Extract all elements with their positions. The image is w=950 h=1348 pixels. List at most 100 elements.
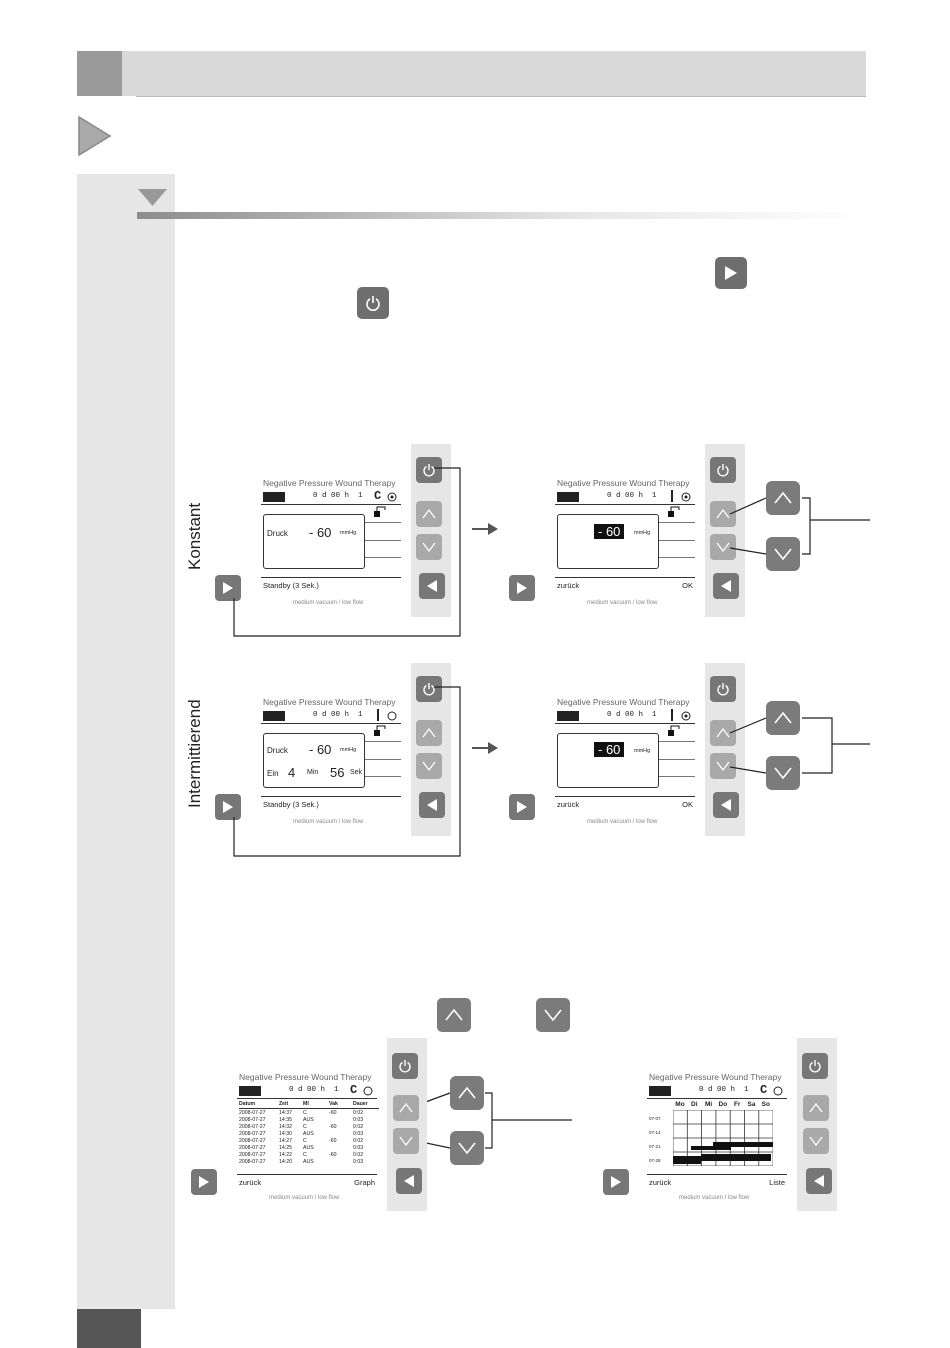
- weekday-label: Sa: [747, 1101, 756, 1108]
- play-button[interactable]: [509, 575, 535, 601]
- play-button[interactable]: [215, 794, 241, 820]
- therapy-time: 0 d 00 h: [607, 492, 644, 500]
- play-icon: [517, 801, 527, 813]
- up-button[interactable]: [803, 1095, 829, 1121]
- table-cell: 14:37: [279, 1110, 292, 1116]
- lock-icon: [668, 725, 680, 736]
- screen-footer: zurück Graph: [237, 1174, 377, 1189]
- table-cell: 14:32: [279, 1124, 292, 1130]
- pressure-box: Druck - 60 mmHg Ein 4 Min 56 Sek: [263, 733, 365, 788]
- chevron-down-icon: [422, 761, 436, 771]
- device-intermittent-standby: Negative Pressure Wound Therapy 0 d 00 h…: [211, 663, 451, 836]
- pressure-box: Druck - 60 mmHg: [263, 514, 365, 569]
- pressure-box: - 60 mmHg: [557, 514, 659, 569]
- table-cell: 14:35: [279, 1117, 292, 1123]
- power-button[interactable]: [392, 1053, 418, 1079]
- play-button[interactable]: [191, 1169, 217, 1195]
- screen-footer: zurück Liste: [647, 1174, 787, 1189]
- back-button[interactable]: [713, 573, 739, 599]
- menu-line: [659, 522, 695, 523]
- callout-up-button: [766, 701, 800, 735]
- down-button[interactable]: [416, 534, 442, 560]
- table-cell: 0:02: [353, 1138, 364, 1144]
- play-button[interactable]: [603, 1169, 629, 1195]
- header-bar: [77, 51, 866, 96]
- mode-label: medium vacuum / low flow: [269, 1195, 340, 1201]
- mode-label: medium vacuum / low flow: [679, 1195, 750, 1201]
- inline-up-icon: [437, 998, 471, 1032]
- program-index: 1: [334, 1086, 339, 1094]
- down-button[interactable]: [416, 753, 442, 779]
- down-button[interactable]: [803, 1128, 829, 1154]
- min-label: Min: [307, 769, 319, 776]
- druck-value: - 60: [309, 742, 332, 757]
- back-button[interactable]: [419, 573, 445, 599]
- back-button[interactable]: [806, 1168, 832, 1194]
- table-cell: 0:02: [353, 1110, 364, 1116]
- power-button[interactable]: [416, 676, 442, 702]
- table-cell: 2008-07-27: [239, 1110, 266, 1116]
- back-button[interactable]: [419, 792, 445, 818]
- screen-footer: Standby (3 Sek.): [261, 796, 401, 811]
- device-week-graph: Negative Pressure Wound Therapy 0 d 00 h…: [597, 1038, 837, 1211]
- therapy-time: 0 d 00 h: [313, 711, 350, 719]
- down-button[interactable]: [710, 753, 736, 779]
- status-row: 0 d 00 h 1 C: [261, 489, 401, 505]
- down-button[interactable]: [393, 1128, 419, 1154]
- device-intermittent-edit: Negative Pressure Wound Therapy 0 d 00 h…: [505, 663, 745, 836]
- table-cell: -60: [329, 1124, 337, 1130]
- table-cell: AUS: [303, 1117, 314, 1123]
- device-konstant-standby: Negative Pressure Wound Therapy 0 d 00 h…: [211, 444, 451, 617]
- up-button[interactable]: [710, 501, 736, 527]
- chevron-up-icon: [422, 509, 436, 519]
- table-cell: 14:25: [279, 1145, 292, 1151]
- chevron-up-icon: [399, 1103, 413, 1113]
- screen-footer: zurück OK: [555, 577, 695, 592]
- sek-label: Sek: [350, 769, 363, 776]
- weekday-label: Mi: [704, 1101, 713, 1108]
- chevron-up-icon: [716, 728, 730, 738]
- back-icon: [721, 799, 731, 811]
- mode-label: medium vacuum / low flow: [587, 819, 658, 825]
- usage-bar: [691, 1146, 731, 1150]
- table-cell: 2008-07-27: [239, 1159, 266, 1165]
- power-button[interactable]: [710, 676, 736, 702]
- power-button[interactable]: [710, 457, 736, 483]
- back-button[interactable]: [396, 1168, 422, 1194]
- up-button[interactable]: [416, 720, 442, 746]
- chevron-up-icon: [716, 509, 730, 519]
- up-button[interactable]: [416, 501, 442, 527]
- power-button[interactable]: [802, 1053, 828, 1079]
- play-button[interactable]: [215, 575, 241, 601]
- subsection-triangle-icon: [138, 189, 167, 206]
- inline-play-icon: [715, 257, 747, 289]
- table-header-rule: [239, 1108, 379, 1109]
- table-cell: 0:03: [353, 1117, 364, 1123]
- cycle-icon: [773, 1086, 783, 1096]
- back-button[interactable]: [713, 792, 739, 818]
- druck-value: - 60: [309, 525, 332, 540]
- druck-value-highlight[interactable]: - 60: [594, 524, 625, 539]
- menu-line: [365, 741, 401, 742]
- menu-line: [659, 759, 695, 760]
- table-cell: AUS: [303, 1131, 314, 1137]
- up-button[interactable]: [393, 1095, 419, 1121]
- power-button[interactable]: [416, 457, 442, 483]
- ein-label: Ein: [267, 769, 279, 778]
- battery-icon: [557, 492, 579, 502]
- chevron-up-icon: [774, 491, 792, 504]
- device-title: Negative Pressure Wound Therapy: [557, 697, 690, 707]
- druck-value-highlight[interactable]: - 60: [594, 742, 625, 757]
- up-button[interactable]: [710, 720, 736, 746]
- device-title: Negative Pressure Wound Therapy: [239, 1072, 372, 1082]
- footer-square: [77, 1309, 141, 1348]
- program-index: 1: [358, 492, 363, 500]
- druck-unit: mmHg: [340, 530, 357, 536]
- down-button[interactable]: [710, 534, 736, 560]
- status-row: 0 d 00 h 1 C: [647, 1083, 787, 1099]
- menu-line: [659, 557, 695, 558]
- play-icon: [199, 1176, 209, 1188]
- back-icon: [721, 580, 731, 592]
- program-index: 1: [358, 711, 363, 719]
- play-button[interactable]: [509, 794, 535, 820]
